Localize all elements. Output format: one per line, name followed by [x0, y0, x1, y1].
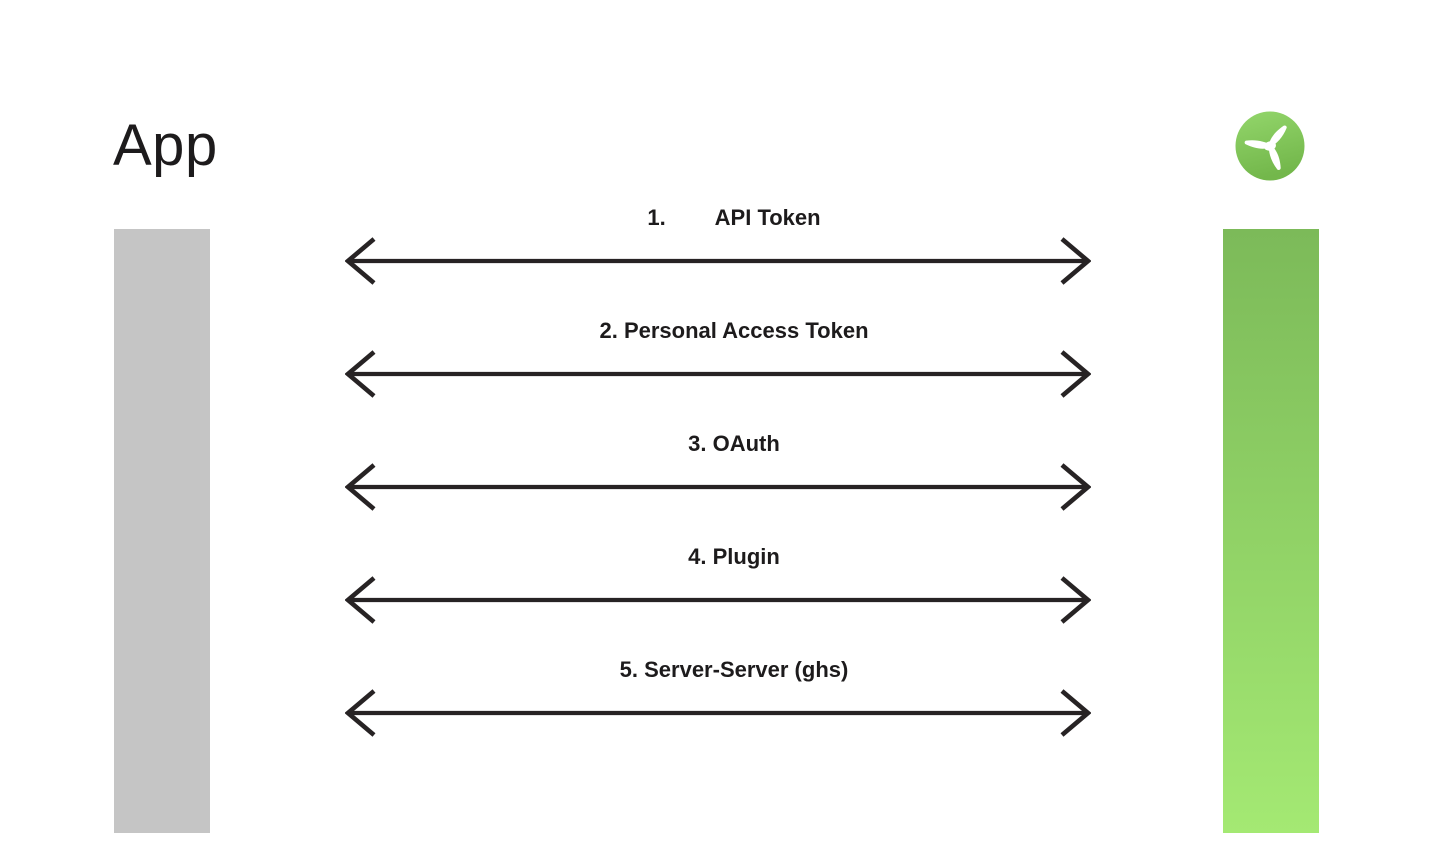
propeller-logo-icon	[1235, 111, 1305, 181]
double-arrow	[345, 237, 1091, 285]
app-lifeline-bar	[114, 229, 210, 833]
double-arrow	[345, 689, 1091, 737]
connection-label: 4. Plugin	[688, 544, 780, 569]
left-entity-title: App	[113, 113, 218, 178]
connection-label: 5. Server-Server (ghs)	[619, 657, 849, 682]
connection-label: 1. API Token	[647, 205, 821, 230]
connection-row-personal-access-token: 2. Personal Access Token	[345, 317, 1091, 403]
connection-row-api-token: 1. API Token	[345, 204, 1091, 290]
double-arrow	[345, 463, 1091, 511]
double-arrow	[345, 576, 1091, 624]
connection-row-server-server: 5. Server-Server (ghs)	[345, 656, 1091, 742]
service-lifeline-bar	[1223, 229, 1319, 833]
double-arrow	[345, 350, 1091, 398]
connection-row-oauth: 3. OAuth	[345, 430, 1091, 516]
connection-label: 3. OAuth	[688, 431, 780, 456]
connection-row-plugin: 4. Plugin	[345, 543, 1091, 629]
connection-label: 2. Personal Access Token	[599, 318, 869, 343]
